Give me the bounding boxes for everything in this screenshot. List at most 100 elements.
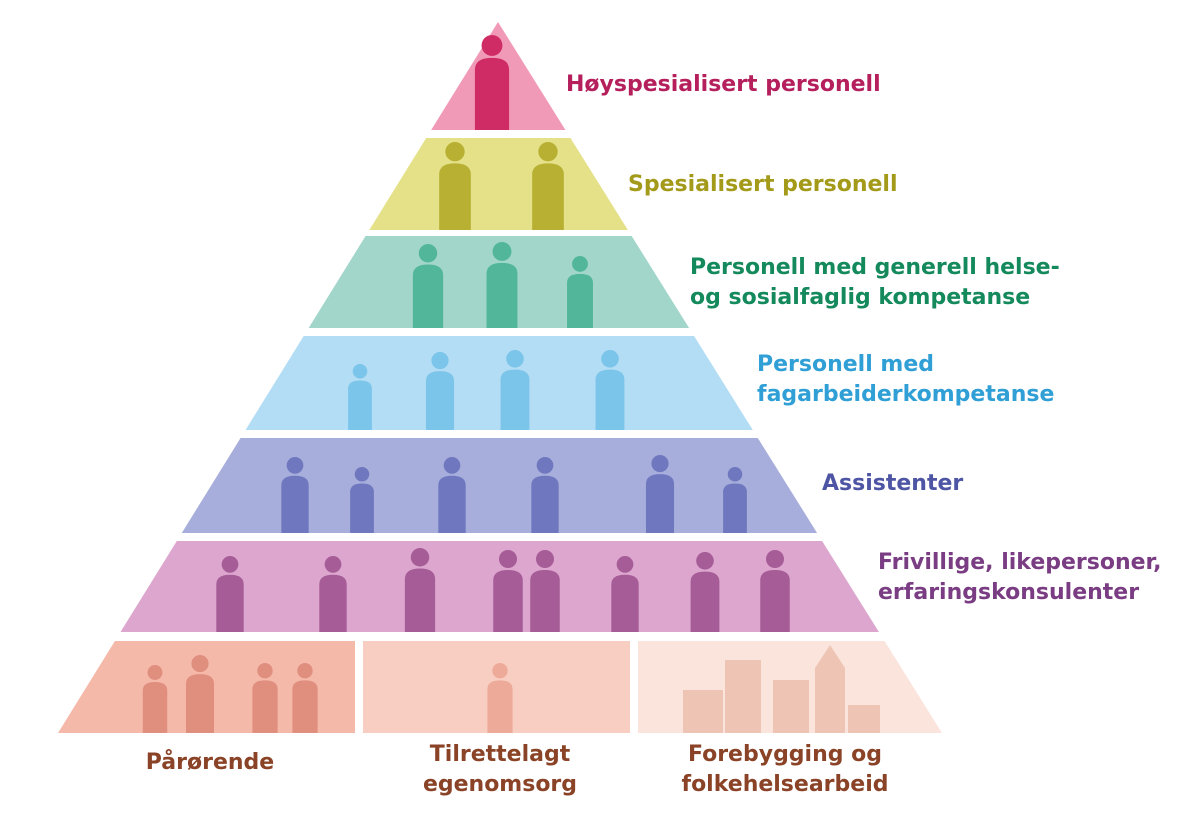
- tier-band-skilled-workers: [245, 336, 753, 430]
- person-body-icon: [216, 574, 244, 632]
- person-head-icon: [354, 467, 370, 482]
- person-body-icon: [530, 570, 560, 632]
- person-head-icon: [492, 663, 508, 679]
- person-body-icon: [412, 264, 444, 328]
- building-icon: [683, 690, 723, 733]
- person-body-icon: [474, 57, 510, 130]
- person-head-icon: [410, 548, 430, 567]
- person-icon: [281, 457, 309, 533]
- person-head-icon: [286, 457, 304, 474]
- person-head-icon: [257, 663, 273, 679]
- person-head-icon: [492, 242, 512, 261]
- person-body-icon: [595, 369, 625, 430]
- person-head-icon: [443, 457, 461, 474]
- person-icon: [493, 550, 523, 632]
- person-body-icon: [690, 571, 720, 632]
- building-icon: [848, 705, 880, 733]
- tier-label-specialized: Spesialisert personell: [628, 170, 898, 200]
- person-body-icon: [532, 163, 564, 230]
- person-head-icon: [727, 467, 743, 482]
- person-body-icon: [185, 674, 215, 733]
- person-head-icon: [191, 655, 209, 673]
- tier-label-line: Frivillige, likepersoner,: [878, 550, 1162, 575]
- tier-label-high-specialized: Høyspesialisert personell: [566, 70, 881, 100]
- building-icon: [725, 660, 761, 733]
- building-icon: [815, 668, 845, 733]
- tier-label-line: erfaringskonsulenter: [878, 580, 1140, 605]
- person-icon: [474, 35, 510, 130]
- person-icon: [216, 556, 244, 632]
- person-body-icon: [645, 474, 675, 533]
- person-body-icon: [252, 680, 278, 733]
- person-icon: [567, 256, 593, 328]
- person-icon: [348, 364, 372, 430]
- person-head-icon: [651, 455, 669, 473]
- person-body-icon: [404, 568, 436, 632]
- person-icon: [723, 467, 747, 533]
- person-body-icon: [425, 371, 455, 430]
- tier-figures: [142, 35, 880, 733]
- person-icon: [487, 663, 513, 733]
- person-head-icon: [147, 665, 163, 680]
- person-body-icon: [531, 475, 559, 533]
- person-head-icon: [324, 556, 342, 573]
- person-icon: [486, 242, 518, 328]
- building-icon: [773, 680, 809, 733]
- person-icon: [595, 350, 625, 430]
- tier-label-line: og sosialfaglig kompetanse: [690, 285, 1031, 310]
- tier-label-line: Assistenter: [822, 471, 964, 496]
- base-label-prevention: Forebygging og folkehelsearbeid: [670, 740, 900, 800]
- person-head-icon: [481, 35, 503, 56]
- person-body-icon: [487, 680, 513, 733]
- person-body-icon: [292, 680, 318, 733]
- person-head-icon: [498, 550, 518, 569]
- person-icon: [439, 142, 471, 230]
- tier-band-specialized: [369, 138, 628, 230]
- base-label-self-care: Tilrettelagt egenomsorg: [395, 740, 605, 800]
- person-body-icon: [319, 574, 347, 632]
- person-icon: [350, 467, 374, 533]
- person-icon: [412, 244, 444, 328]
- person-head-icon: [536, 457, 554, 474]
- person-icon: [690, 552, 720, 632]
- person-icon: [531, 457, 559, 533]
- person-icon: [292, 663, 318, 733]
- person-icon: [404, 548, 436, 632]
- person-body-icon: [760, 570, 790, 632]
- person-icon: [760, 550, 790, 632]
- person-head-icon: [418, 244, 438, 263]
- person-head-icon: [538, 142, 558, 162]
- base-label-relatives: Pårørende: [110, 748, 310, 778]
- person-head-icon: [572, 256, 588, 272]
- person-head-icon: [352, 364, 368, 379]
- buildings-icon: [683, 645, 880, 733]
- person-icon: [645, 455, 675, 533]
- person-body-icon: [142, 681, 168, 733]
- person-head-icon: [601, 350, 619, 368]
- tier-label-line: fagarbeiderkompetanse: [757, 382, 1055, 407]
- person-icon: [530, 550, 560, 632]
- person-body-icon: [350, 483, 374, 533]
- person-icon: [425, 352, 455, 430]
- tier-label-skilled-workers: Personell med fagarbeiderkompetanse: [757, 350, 1054, 410]
- tier-label-line: Personell med generell helse-: [690, 255, 1060, 280]
- person-head-icon: [297, 663, 313, 679]
- person-icon: [500, 350, 530, 430]
- tier-label-line: Spesialisert personell: [628, 172, 898, 197]
- person-body-icon: [567, 273, 593, 328]
- tier-label-line: Høyspesialisert personell: [566, 72, 881, 97]
- person-head-icon: [221, 556, 239, 573]
- person-icon: [611, 556, 639, 632]
- person-body-icon: [486, 262, 518, 328]
- tier-label-assistants: Assistenter: [822, 469, 963, 499]
- base-label-line: Tilrettelagt: [429, 742, 571, 767]
- person-icon: [532, 142, 564, 230]
- person-body-icon: [611, 574, 639, 632]
- person-head-icon: [765, 550, 785, 569]
- person-icon: [438, 457, 466, 533]
- person-body-icon: [500, 369, 530, 430]
- person-body-icon: [348, 380, 372, 430]
- person-head-icon: [616, 556, 634, 573]
